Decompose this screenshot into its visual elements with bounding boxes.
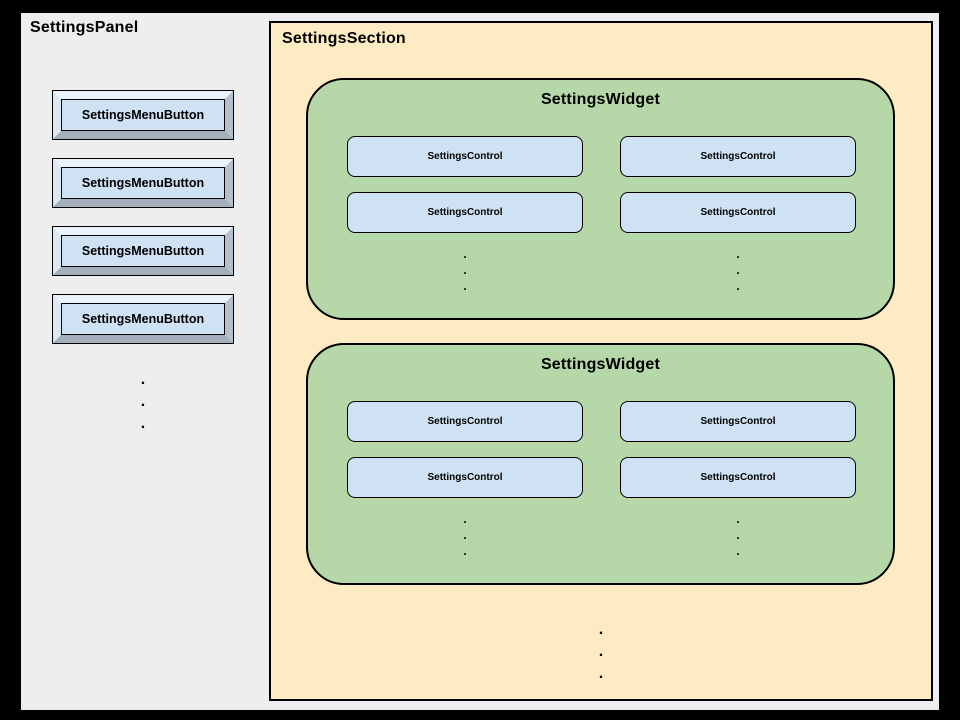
settings-control-label: SettingsControl (427, 151, 503, 162)
menu-button-bevel (53, 91, 233, 139)
menu-button-face: SettingsMenuButton (61, 167, 225, 199)
menu-button-face: SettingsMenuButton (61, 99, 225, 131)
settings-control-label: SettingsControl (700, 416, 776, 427)
ellipsis-dot: . (736, 247, 740, 261)
ellipsis-dot: . (598, 621, 604, 638)
menu-button-label: SettingsMenuButton (81, 312, 205, 326)
ellipsis-dot: . (598, 643, 604, 660)
settings-control-button[interactable]: SettingsControl (620, 192, 856, 233)
ellipsis-dot: . (463, 279, 467, 293)
settings-control-label: SettingsControl (427, 207, 503, 218)
settings-control-label: SettingsControl (700, 151, 776, 162)
settings-control-button[interactable]: SettingsControl (620, 136, 856, 177)
page-background: SettingsPanel SettingsMenuButton Setting… (21, 13, 939, 710)
ellipsis-dot: . (463, 512, 467, 526)
menu-button-bevel (53, 295, 233, 343)
ellipsis-dot: . (736, 279, 740, 293)
settings-widget-1: SettingsWidget SettingsControl SettingsC… (306, 78, 895, 320)
ellipsis-dot: . (736, 528, 740, 542)
ellipsis-dot: . (736, 544, 740, 558)
settings-widget-title: SettingsWidget (540, 91, 661, 108)
ellipsis-dot: . (463, 263, 467, 277)
ellipsis-dot: . (736, 263, 740, 277)
ellipsis-dot: . (140, 371, 146, 388)
settings-panel-title: SettingsPanel (30, 19, 139, 36)
menu-button-face: SettingsMenuButton (61, 235, 225, 267)
settings-widget-title: SettingsWidget (540, 356, 661, 373)
settings-control-button[interactable]: SettingsControl (347, 136, 583, 177)
menu-button-label: SettingsMenuButton (81, 108, 205, 122)
menu-button-bevel (53, 159, 233, 207)
menu-button-label: SettingsMenuButton (81, 176, 205, 190)
settings-control-button[interactable]: SettingsControl (620, 457, 856, 498)
settings-control-button[interactable]: SettingsControl (347, 401, 583, 442)
widget-more-controls-ellipsis: . . . (620, 246, 856, 294)
settings-menu-button-2[interactable]: SettingsMenuButton (52, 158, 234, 208)
settings-control-button[interactable]: SettingsControl (620, 401, 856, 442)
widget-more-controls-ellipsis: . . . (620, 511, 856, 559)
ellipsis-dot: . (463, 544, 467, 558)
settings-control-label: SettingsControl (427, 472, 503, 483)
widget-more-controls-ellipsis: . . . (347, 511, 583, 559)
settings-control-label: SettingsControl (700, 472, 776, 483)
ellipsis-dot: . (598, 665, 604, 682)
settings-section-title: SettingsSection (282, 30, 406, 47)
ellipsis-dot: . (140, 415, 146, 432)
widget-more-controls-ellipsis: . . . (347, 246, 583, 294)
ellipsis-dot: . (463, 528, 467, 542)
settings-control-button[interactable]: SettingsControl (347, 192, 583, 233)
settings-menu-button-4[interactable]: SettingsMenuButton (52, 294, 234, 344)
settings-menu-button-1[interactable]: SettingsMenuButton (52, 90, 234, 140)
ellipsis-dot: . (140, 393, 146, 410)
settings-widget-2: SettingsWidget SettingsControl SettingsC… (306, 343, 895, 585)
ellipsis-dot: . (463, 247, 467, 261)
menu-button-face: SettingsMenuButton (61, 303, 225, 335)
menu-button-label: SettingsMenuButton (81, 244, 205, 258)
settings-control-button[interactable]: SettingsControl (347, 457, 583, 498)
settings-control-label: SettingsControl (700, 207, 776, 218)
ellipsis-dot: . (736, 512, 740, 526)
settings-control-label: SettingsControl (427, 416, 503, 427)
menu-button-bevel (53, 227, 233, 275)
panel-more-buttons-ellipsis: . . . (52, 369, 234, 435)
section-more-widgets-ellipsis: . . . (271, 619, 931, 685)
settings-menu-button-3[interactable]: SettingsMenuButton (52, 226, 234, 276)
settings-section: SettingsSection SettingsWidget SettingsC… (269, 21, 933, 701)
